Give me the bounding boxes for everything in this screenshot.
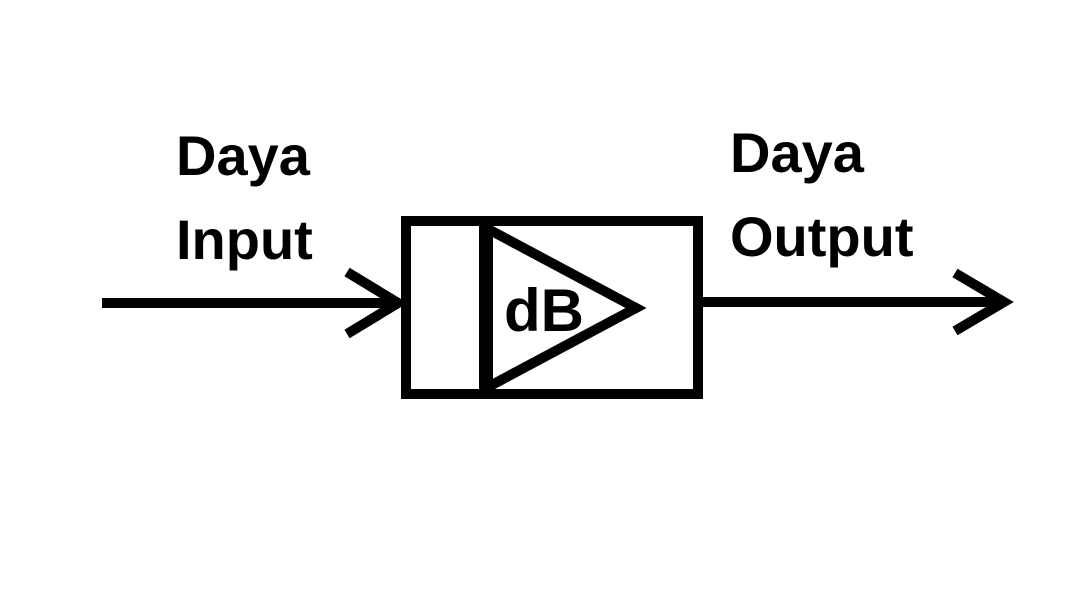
output-label: Daya Output	[730, 121, 913, 268]
block-outline	[401, 216, 703, 399]
output-label-line1: Daya	[730, 121, 865, 184]
output-arrow	[702, 268, 1014, 336]
amplifier-triangle-icon	[483, 220, 647, 396]
block-label-db: dB	[504, 277, 584, 344]
output-label-line2: Output	[730, 205, 913, 268]
output-arrow-head	[952, 268, 1014, 336]
input-label: Daya Input	[176, 124, 313, 271]
amplifier-block: dB	[401, 216, 703, 399]
input-arrow-head	[344, 267, 408, 339]
input-label-line1: Daya	[176, 124, 311, 187]
input-label-line2: Input	[176, 208, 313, 271]
input-arrow	[102, 267, 408, 339]
